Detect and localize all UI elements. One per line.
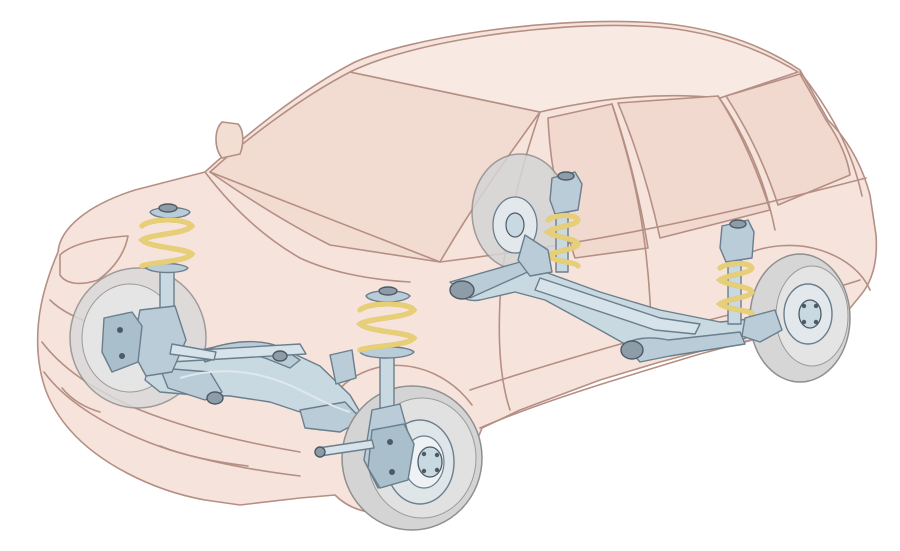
front-right-brake-caliper	[367, 423, 415, 489]
side-mirror	[215, 121, 244, 159]
b-pillar	[611, 103, 653, 346]
rear-right-strut	[715, 219, 783, 343]
rear-right-upper-mount	[719, 219, 755, 263]
headlight	[59, 235, 129, 285]
bumper-vent	[159, 445, 249, 467]
brake-caliper-icon	[101, 311, 143, 373]
engine-mount	[329, 349, 357, 385]
wheel-stud	[801, 303, 807, 309]
rear-bushing-right	[620, 340, 644, 360]
brake-caliper-icon	[367, 423, 415, 489]
rear-left-upper-mount	[549, 171, 583, 215]
rear-fender-arch	[744, 244, 871, 291]
c-pillar	[717, 95, 776, 231]
side-sill	[479, 337, 761, 429]
rear-right-knuckle	[741, 309, 783, 343]
front-right-top-mount	[365, 290, 411, 303]
rear-left-hub	[505, 212, 525, 238]
front-left-coil-spring-icon	[138, 217, 196, 269]
rear-bushing-left	[449, 280, 475, 300]
stabilizer-bar-highlight	[179, 370, 351, 413]
tie-rod-end	[314, 446, 326, 458]
wheel-hub-icon	[417, 446, 443, 478]
wheel-stud	[801, 319, 807, 325]
front-right-coil-spring-icon	[356, 301, 418, 353]
rear-right-wheel	[749, 253, 851, 383]
rear-quarter-window	[725, 73, 851, 206]
rear-right-coil-spring-icon	[715, 261, 755, 317]
caliper-bolt	[389, 469, 395, 475]
rear-hatch-line	[799, 71, 863, 197]
caliper-bolt	[117, 327, 123, 333]
rear-right-hub	[798, 299, 822, 329]
a-pillar	[209, 171, 441, 263]
wheel-stud	[434, 467, 440, 473]
wheel-stud	[421, 468, 427, 474]
rear-axle-assembly	[449, 261, 771, 363]
rear-right-top-cap	[729, 219, 747, 229]
front-left-drive-shaft	[169, 343, 217, 361]
wheel-stud	[813, 303, 819, 309]
rear-left-top-cap	[557, 171, 575, 181]
front-right-strut	[314, 286, 418, 489]
rear-left-knuckle	[517, 234, 553, 277]
front-right-hub	[417, 446, 443, 478]
hood-edge	[204, 171, 411, 283]
rear-left-strut	[517, 171, 583, 277]
front-left-top-cap	[158, 203, 178, 213]
caliper-bolt	[119, 353, 125, 359]
subframe-bushing	[272, 350, 288, 362]
front-right-top-cap	[378, 286, 398, 296]
rear-left-coil-spring-icon	[543, 213, 581, 269]
wheel-stud	[421, 451, 427, 457]
front-left-strut	[101, 203, 217, 377]
fog-light	[61, 387, 101, 413]
wheel-stud	[434, 452, 440, 458]
front-left-brake-caliper	[101, 311, 143, 373]
rear-cross-member	[534, 277, 701, 335]
front-bumper-upper	[41, 341, 301, 453]
roof-panel	[349, 24, 799, 113]
caliper-bolt	[387, 439, 393, 445]
front-subframe-assembly	[144, 340, 363, 433]
subframe-bushing	[206, 391, 224, 405]
wheel-stud	[813, 319, 819, 325]
